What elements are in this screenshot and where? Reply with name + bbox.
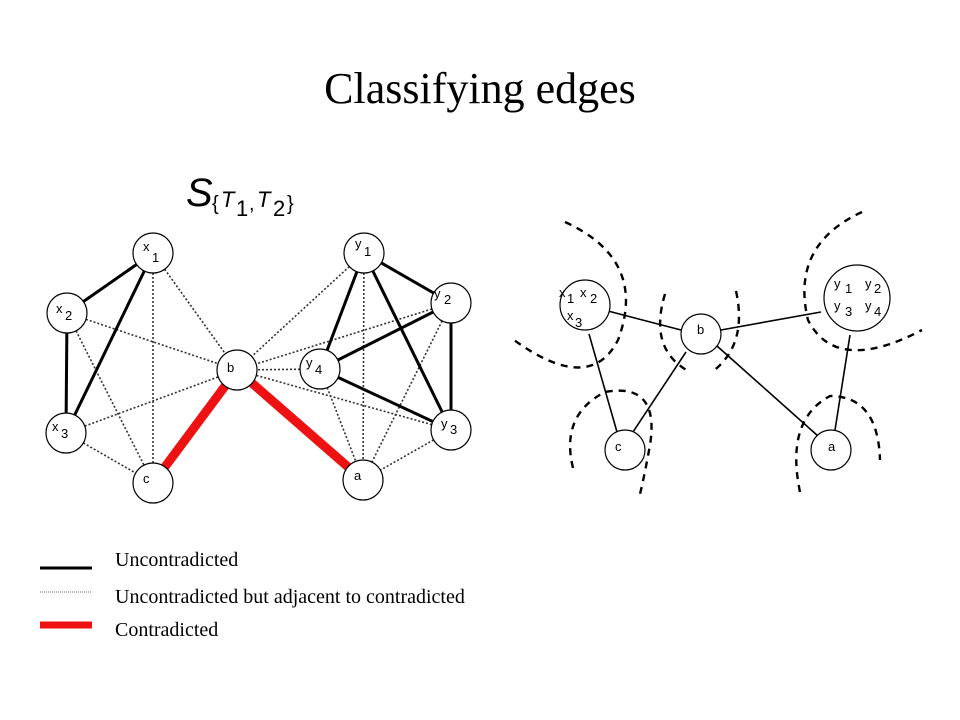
legend: Uncontradicted Uncontradicted but adjace… (40, 549, 465, 641)
node-y4-sub: 4 (315, 362, 322, 377)
node-x3-letter: x (52, 419, 59, 434)
node-x2: x 2 (46, 292, 88, 334)
cut-arc-a (795, 394, 882, 493)
cluster-x-item-1-letter: x (559, 285, 566, 300)
edge-x2-b-adjacent (66, 312, 238, 371)
cluster-y-item-2-letter: y (865, 276, 872, 291)
cluster-x-item-2-letter: x (580, 285, 587, 300)
edge-y2-b-adjacent (236, 302, 452, 371)
node-b-left: b (216, 349, 258, 391)
node-b-right: b (680, 313, 722, 355)
edge-x-cluster-b (607, 310, 682, 331)
node-y4-letter: y (306, 355, 313, 370)
node-y1: y 1 (343, 232, 385, 274)
cluster-y-item-1-letter: y (834, 276, 841, 291)
node-y4: y 4 (299, 348, 341, 390)
cluster-x-item-1-sub: 1 (567, 291, 574, 306)
edge-x2-c-adjacent (66, 312, 154, 484)
set-label-t1-sub: 1 (236, 196, 248, 221)
left-graph-edges (64, 251, 453, 486)
node-c-right: c (604, 429, 646, 471)
edge-b-a (716, 345, 819, 437)
cluster-y-item-4-letter: y (865, 298, 872, 313)
edge-y1-a-adjacent (362, 252, 365, 481)
legend-label-adjacent: Uncontradicted but adjacent to contradic… (115, 586, 465, 608)
node-b-left-letter: b (227, 360, 234, 375)
edge-y1-y4-uncontradicted (318, 252, 366, 370)
node-a-right: a (810, 429, 852, 471)
cluster-x-item-3-sub: 3 (575, 315, 582, 330)
edge-y2-a-adjacent (362, 302, 452, 481)
cluster-y-node: y 1 y 2 y 3 y 4 (823, 264, 891, 332)
cluster-y-item-2-sub: 2 (874, 281, 881, 296)
edge-b-y-cluster (720, 311, 822, 331)
edge-b-a-contradicted (234, 366, 366, 484)
cluster-y-item-3-letter: y (834, 298, 841, 313)
node-x1: x 1 (132, 232, 174, 274)
edge-b-c-contradicted (149, 367, 241, 486)
right-graph: x 1 x 2 x 3 b y 1 y 2 y 3 y 4 c (513, 210, 923, 495)
node-x1-sub: 1 (152, 250, 159, 265)
edge-x1-b-adjacent (152, 252, 238, 371)
node-y2-letter: y (434, 286, 441, 301)
node-a-left-letter: a (354, 468, 362, 483)
set-label-close-brace: } (287, 193, 294, 215)
edge-y4-y3-uncontradicted (319, 367, 452, 432)
edge-y3-b-adjacent (236, 369, 452, 431)
cut-arc-y-cluster (803, 210, 923, 352)
node-a-right-letter: a (828, 439, 836, 454)
cluster-x-item-2-sub: 2 (590, 291, 597, 306)
node-y3-sub: 3 (450, 422, 457, 437)
cluster-y-item-1-sub: 1 (845, 281, 852, 296)
set-label-base: S (186, 171, 213, 215)
cut-arc-b (658, 290, 741, 374)
slide-title: Classifying edges (324, 64, 636, 113)
cut-arc-c (568, 389, 653, 495)
edge-x-cluster-c (588, 333, 618, 433)
node-y3: y 3 (430, 409, 472, 451)
edge-x1-x3-uncontradicted (64, 252, 155, 434)
node-x2-sub: 2 (65, 308, 72, 323)
edge-b-c (630, 351, 687, 436)
cluster-x-item-3-letter: x (567, 308, 574, 323)
cut-arcs (513, 210, 923, 495)
set-label-open-brace: { (212, 193, 219, 215)
edge-y1-b-adjacent (236, 252, 365, 371)
node-x1-letter: x (143, 239, 150, 254)
cluster-y-item-3-sub: 3 (845, 304, 852, 319)
node-y2: y 2 (430, 282, 472, 324)
node-b-right-letter: b (697, 322, 704, 337)
set-label-t2: T (257, 187, 272, 212)
legend-label-uncontradicted: Uncontradicted (115, 549, 238, 571)
legend-label-contradicted: Contradicted (115, 619, 218, 641)
node-c-right-letter: c (615, 439, 622, 454)
node-y1-letter: y (355, 236, 362, 251)
cut-arc-x-cluster (513, 220, 628, 369)
node-x3-sub: 3 (61, 426, 68, 441)
set-label-comma: , (249, 193, 255, 215)
node-y3-letter: y (441, 416, 448, 431)
set-label-t2-sub: 2 (273, 196, 285, 221)
node-c-left: c (132, 462, 174, 504)
node-c-left-letter: c (143, 471, 150, 486)
node-y2-sub: 2 (444, 292, 451, 307)
edge-y2-y4-uncontradicted (319, 301, 452, 371)
node-x3: x 3 (45, 412, 87, 454)
set-label: S { T 1 , T 2 } (186, 171, 294, 221)
node-x2-letter: x (56, 301, 63, 316)
cluster-y-item-4-sub: 4 (874, 304, 881, 319)
cluster-x-node: x 1 x 2 x 3 (559, 279, 611, 331)
left-graph-nodes: x 1 x 2 x 3 c b y 1 y 2 (45, 232, 472, 504)
edge-y1-y3-uncontradicted (362, 252, 453, 431)
set-label-t1: T (221, 187, 236, 212)
node-y1-sub: 1 (364, 244, 371, 259)
node-a-left: a (342, 459, 384, 501)
